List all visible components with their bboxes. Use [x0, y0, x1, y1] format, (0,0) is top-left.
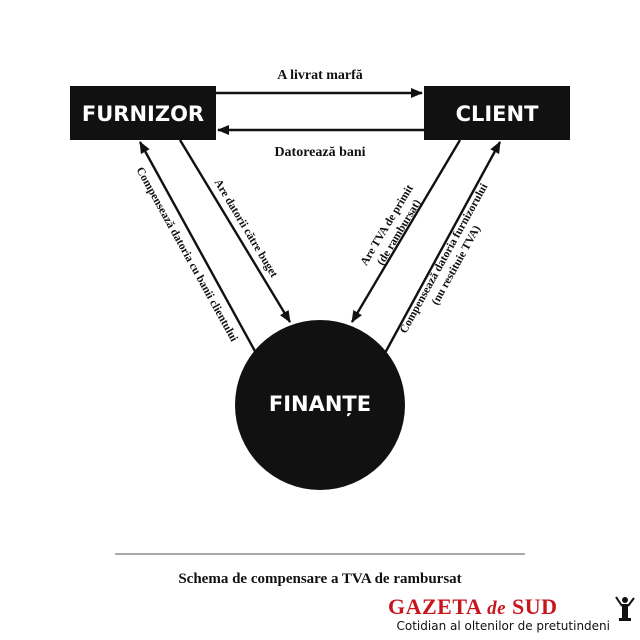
diagram-caption: Schema de compensare a TVA de rambursat	[178, 571, 461, 587]
edge-label-datorii-buget: Are datorii către buget	[212, 177, 280, 280]
logo-gazeta: GAZETA	[388, 594, 482, 619]
edge-label-tva-primit: Are TVA de primit (de rambursat)	[359, 183, 424, 268]
gazeta-de-sud-logo: GAZETA de SUD Cotidian al oltenilor de p…	[388, 594, 635, 633]
statue-icon	[615, 596, 635, 621]
node-finante: FINANȚE	[235, 320, 405, 490]
node-client: CLIENT	[424, 86, 570, 140]
arrow-finante-to-furnizor	[138, 141, 258, 354]
client-box	[424, 86, 570, 140]
logo-tagline: Cotidian al oltenilor de pretutindeni	[397, 619, 611, 633]
arrow-finante-to-client	[383, 141, 502, 354]
arrow-client-to-finante	[350, 139, 462, 323]
edge-label-livrat: A livrat marfă	[277, 68, 363, 83]
logo-wordmark: GAZETA de SUD	[388, 594, 558, 619]
logo-de: de	[487, 598, 506, 619]
furnizor-box	[70, 86, 216, 140]
edge-label-datoreaza: Datorează bani	[274, 145, 365, 160]
finante-label: FINANȚE	[269, 392, 371, 417]
arrow-furnizor-to-finante	[178, 139, 292, 323]
logo-sud: SUD	[512, 594, 558, 619]
finante-circle	[235, 320, 405, 490]
client-label: CLIENT	[456, 102, 540, 126]
furnizor-label: FURNIZOR	[82, 102, 204, 126]
node-furnizor: FURNIZOR	[70, 86, 216, 140]
